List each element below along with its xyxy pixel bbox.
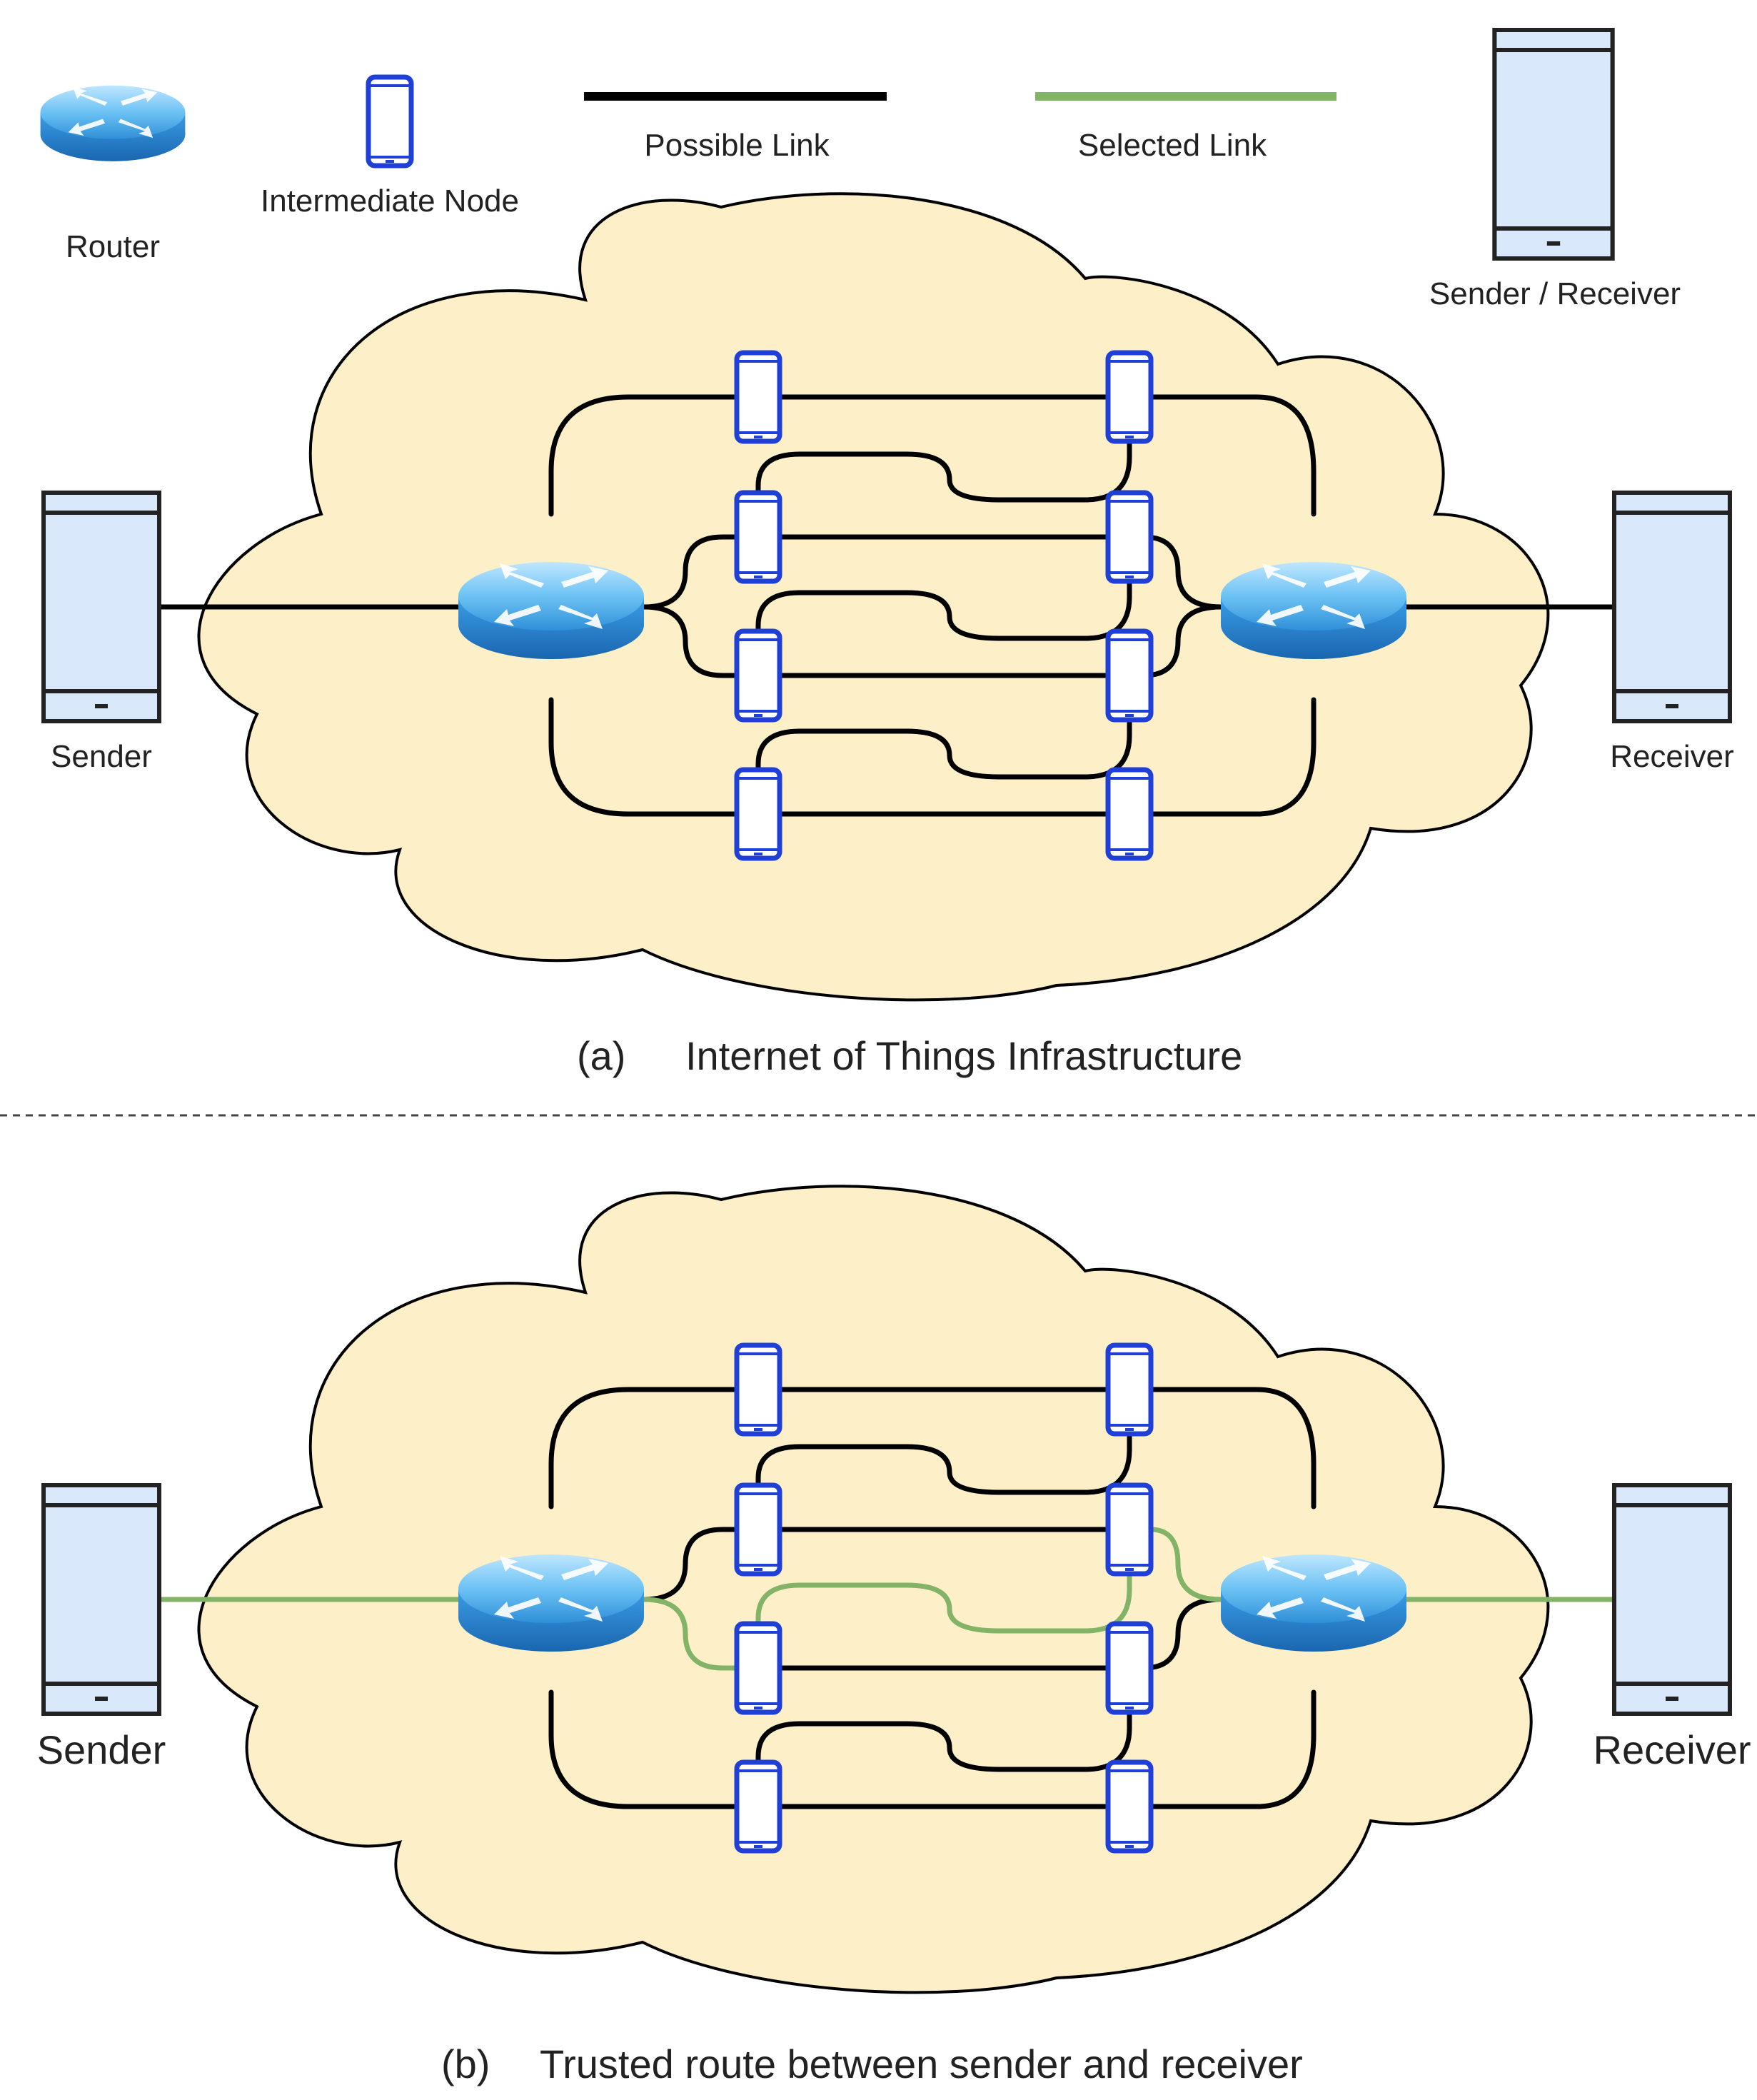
router-right-a [1221,562,1406,659]
link-router-right-to-r3 [1141,1597,1224,1671]
link-outer-bottom-right [1127,697,1317,817]
node-right-1-a [1108,353,1151,441]
caption-a-text: Internet of Things Infrastructure [685,1033,1242,1078]
receiver-device-b [1614,1485,1730,1714]
node-right-2-b [1108,1485,1151,1574]
node-right-3-b [1108,1624,1151,1712]
node-left-1-b [737,1345,780,1434]
sender-device-a [44,493,159,721]
caption-b-text: Trusted route between sender and receive… [540,2041,1303,2086]
selected-link-r2-to-router [1148,1527,1224,1602]
device-icon [1494,30,1612,258]
router-right-b [1221,1554,1406,1652]
panel-a: Sender Receiver (a) Internet of Things I… [44,192,1734,1078]
node-left-4-a [737,770,780,858]
link-outer-top-left [548,394,761,517]
link-router-left-to-n3 [641,604,761,678]
link-router-right-to-r2 [1141,534,1224,610]
legend-selected-link-label: Selected Link [1078,128,1267,163]
link-outer-top-right [1127,394,1317,517]
legend-sender-receiver-label: Sender / Receiver [1429,276,1681,311]
node-right-4-b [1108,1762,1151,1851]
panel-b: Sender Receiver (b) Trusted route betwee… [37,1185,1751,2086]
link-router-right-to-r3 [1141,604,1224,678]
router-icon [40,85,186,161]
possible-links-a [156,394,1616,817]
caption-a-label: (a) [577,1033,625,1078]
node-left-2-a [737,493,780,581]
sender-device-b [44,1485,159,1714]
sender-label-a: Sender [51,739,152,774]
legend-router-label: Router [66,229,160,264]
legend: Router Intermediate Node Possible Link S… [40,30,1681,311]
node-left-4-b [737,1762,780,1851]
receiver-label-b: Receiver [1594,1727,1751,1772]
router-left-a [458,562,644,659]
link-outer-bottom-left [548,1689,761,1809]
link-outer-top-left [548,1387,761,1509]
legend-intermediate-node-label: Intermediate Node [261,184,519,218]
selected-link-router-to-n3 [641,1597,740,1671]
sender-label-b: Sender [37,1727,166,1772]
node-right-3-a [1108,631,1151,720]
receiver-label-a: Receiver [1610,739,1734,774]
router-left-b [458,1554,644,1652]
link-outer-bottom-right [1127,1689,1317,1809]
node-right-2-a [1108,493,1151,581]
node-left-2-b [737,1485,780,1574]
receiver-device-a [1614,493,1730,721]
legend-possible-link-label: Possible Link [644,128,830,163]
node-left-3-a [737,631,780,720]
node-left-3-b [737,1624,780,1712]
link-router-left-to-n2 [641,534,761,610]
link-router-left-to-n2 [641,1527,761,1602]
link-outer-top-right [1127,1387,1317,1509]
caption-b-label: (b) [441,2041,490,2086]
node-right-4-a [1108,770,1151,858]
node-right-1-b [1108,1345,1151,1434]
phone-icon [368,77,411,166]
node-left-1-a [737,353,780,441]
link-outer-bottom-left [548,697,761,817]
